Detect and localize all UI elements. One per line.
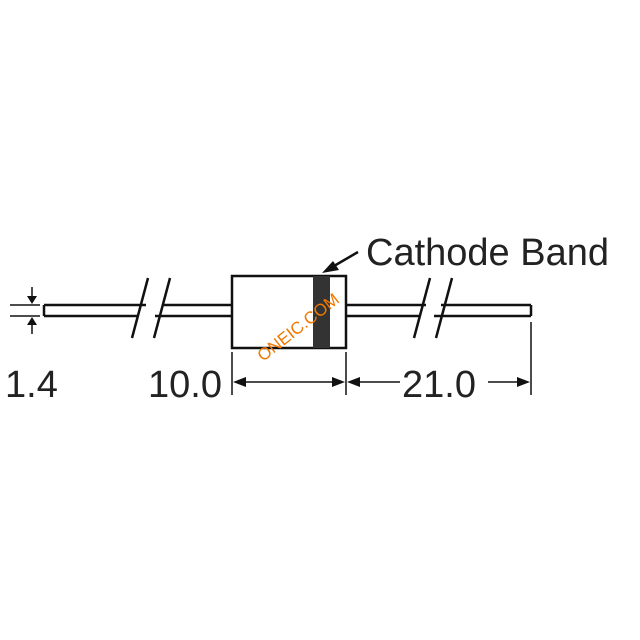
lead-diameter-label: 1.4: [5, 364, 58, 406]
lead-dim-arrowhead-left: [347, 377, 360, 387]
right-lead-break: [412, 277, 454, 339]
left-lead: [42, 303, 232, 318]
diode-body: [230, 274, 348, 350]
body-dim-arrowhead-right: [332, 377, 345, 387]
diameter-arrowhead-top: [27, 296, 37, 304]
lead-length-label: 21.0: [402, 364, 476, 406]
lead-dim-arrowhead-right: [517, 377, 530, 387]
cathode-leader-line: [333, 250, 359, 268]
diameter-arrowhead-bottom: [27, 317, 37, 325]
cathode-band-label: Cathode Band: [366, 232, 609, 274]
body-dim-arrowhead-left: [233, 377, 246, 387]
body-length-label: 10.0: [148, 364, 222, 406]
cathode-leader-arrowhead: [322, 261, 339, 273]
left-lead-break: [130, 277, 172, 339]
right-lead: [346, 303, 533, 318]
cathode-band: [313, 276, 330, 348]
